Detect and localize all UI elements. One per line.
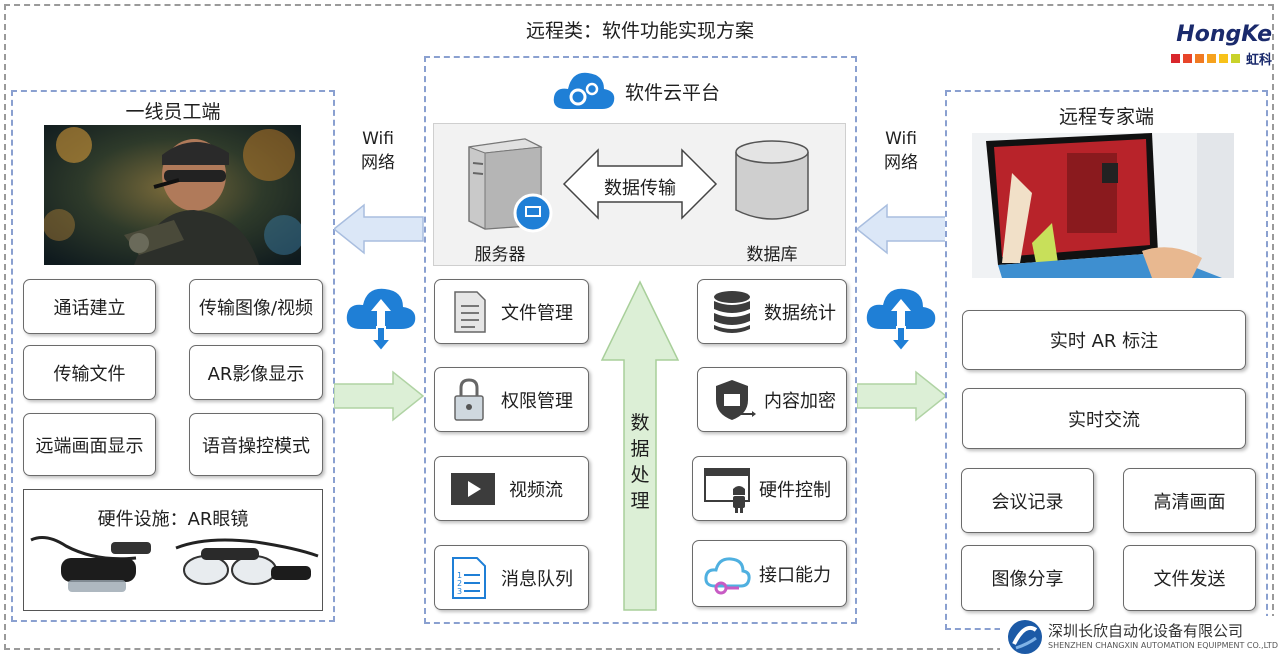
realtime-communication-button[interactable]: 实时交流 [962, 388, 1246, 449]
arrow-left-blue-right [857, 203, 947, 255]
logo-dot [1182, 54, 1192, 63]
database-icon [714, 290, 750, 333]
list-document-icon: 1 2 3 [452, 556, 486, 599]
hongke-logo: HongKe 虹科 [1140, 22, 1272, 70]
video-play-icon [451, 472, 495, 505]
android-window-icon [704, 467, 750, 513]
svg-text:2: 2 [457, 579, 462, 588]
logo-name: HongKe [1176, 22, 1272, 47]
file-management-item[interactable]: 文件管理 [434, 279, 589, 344]
cloud-sync-right-icon [866, 288, 936, 353]
wifi-right-label: Wifi 网络 [868, 127, 934, 175]
wifi-left-line1: Wifi [362, 129, 394, 149]
file-send-button[interactable]: 文件发送 [1123, 545, 1256, 611]
footer-watermark: 深圳长欣自动化设备有限公司 SHENZHEN CHANGXIN AUTOMATI… [1000, 616, 1280, 656]
ar-display-button[interactable]: AR影像显示 [189, 345, 323, 400]
image-share-button[interactable]: 图像分享 [961, 545, 1094, 611]
company-logo-icon [1008, 620, 1042, 654]
server-icon [468, 138, 553, 233]
remote-screen-button[interactable]: 远端画面显示 [23, 413, 156, 476]
data-transfer-arrow [562, 148, 718, 220]
svg-text:1: 1 [457, 571, 462, 580]
database-cylinder-icon [735, 140, 809, 220]
laptop-photo [972, 133, 1234, 278]
logo-dot [1170, 54, 1180, 63]
voice-control-button[interactable]: 语音操控模式 [189, 413, 323, 476]
logo-dot [1218, 54, 1228, 63]
shield-icon [716, 379, 756, 420]
frontline-title: 一线员工端 [125, 101, 221, 123]
cloud-link-icon [704, 556, 751, 594]
realtime-ar-annotation-button[interactable]: 实时 AR 标注 [962, 310, 1246, 370]
expert-title: 远程专家端 [1058, 106, 1154, 128]
wifi-left-label: Wifi 网络 [345, 127, 411, 175]
server-label: 服务器 [474, 245, 526, 265]
cloud-platform-title: 软件云平台 [625, 82, 721, 104]
hardware-control-label: 硬件控制 [759, 479, 831, 501]
wifi-right-line1: Wifi [885, 129, 917, 149]
data-transfer-label: 数据传输 [604, 178, 676, 199]
content-encryption-item[interactable]: 内容加密 [697, 367, 847, 432]
hardware-title: 硬件设施：AR眼镜 [97, 509, 249, 530]
data-processing-label: 数据处理 [630, 412, 650, 512]
page-title: 远程类：软件功能实现方案 [525, 20, 754, 42]
cloud-gear-icon [553, 72, 615, 109]
hardware-control-item[interactable]: 硬件控制 [692, 456, 847, 521]
content-encryption-label: 内容加密 [764, 390, 836, 412]
data-statistics-label: 数据统计 [764, 302, 836, 324]
lock-icon [454, 377, 484, 421]
company-name-en: SHENZHEN CHANGXIN AUTOMATION EQUIPMENT C… [1048, 641, 1278, 650]
file-management-label: 文件管理 [501, 302, 573, 324]
logo-dots [1170, 54, 1240, 63]
outer-frame [4, 4, 1274, 650]
api-capability-label: 接口能力 [759, 564, 831, 586]
logo-dot [1230, 54, 1240, 63]
permission-management-label: 权限管理 [501, 390, 573, 412]
transfer-file-button[interactable]: 传输文件 [23, 345, 156, 400]
permission-management-item[interactable]: 权限管理 [434, 367, 589, 432]
video-stream-item[interactable]: 视频流 [434, 456, 589, 521]
call-setup-button[interactable]: 通话建立 [23, 279, 156, 334]
data-statistics-item[interactable]: 数据统计 [697, 279, 847, 344]
logo-dot [1194, 54, 1204, 63]
api-capability-item[interactable]: 接口能力 [692, 540, 847, 607]
logo-sub: 虹科 [1245, 53, 1272, 68]
ar-glasses-image [30, 536, 319, 592]
hd-picture-button[interactable]: 高清画面 [1123, 468, 1256, 533]
arrow-left-blue [334, 203, 424, 255]
logo-dot [1206, 54, 1216, 63]
arrow-right-green-left [334, 370, 424, 422]
cloud-sync-left-icon [346, 288, 416, 353]
data-processing-arrow [600, 280, 680, 611]
arrow-right-green-right [857, 370, 947, 422]
wifi-right-line2: 网络 [884, 153, 918, 173]
video-stream-label: 视频流 [509, 479, 563, 501]
document-icon [454, 290, 486, 333]
worker-photo [44, 125, 301, 265]
wifi-left-line2: 网络 [361, 153, 395, 173]
transfer-image-video-button[interactable]: 传输图像/视频 [189, 279, 323, 334]
meeting-record-button[interactable]: 会议记录 [961, 468, 1094, 533]
message-queue-label: 消息队列 [501, 568, 573, 590]
svg-text:3: 3 [457, 587, 462, 596]
company-name: 深圳长欣自动化设备有限公司 [1048, 622, 1244, 640]
message-queue-item[interactable]: 1 2 3 消息队列 [434, 545, 589, 610]
db-label: 数据库 [746, 245, 798, 265]
